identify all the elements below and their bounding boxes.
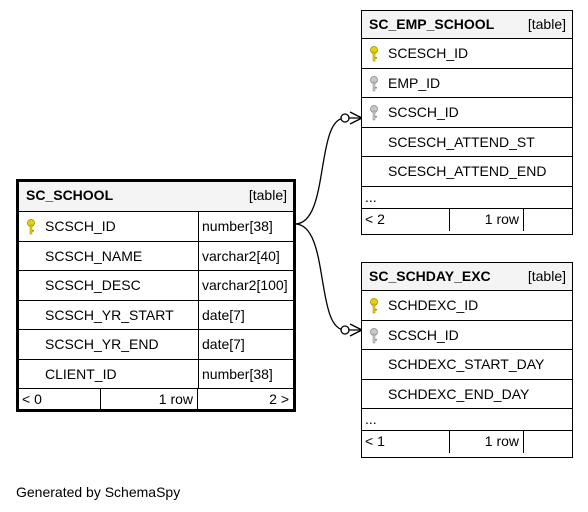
column-row: SCSCH_ID — [362, 98, 572, 128]
column-name: SCSCH_ID — [388, 326, 459, 343]
column-row: SCHDEXC_ID — [362, 291, 572, 321]
row-count: 1 row — [449, 431, 523, 453]
table-header: SC_SCHDAY_EXC [table] — [362, 263, 572, 291]
column-name: SCSCH_ID — [45, 218, 116, 234]
column-row: SCESCH_ATTEND_END — [362, 157, 572, 187]
column-name: EMP_ID — [388, 74, 441, 91]
parents-count[interactable]: < 2 — [365, 210, 385, 227]
generated-by-credit: Generated by SchemaSpy — [16, 484, 181, 500]
column-name: SCSCH_DESC — [45, 277, 141, 293]
more-columns: ... — [362, 409, 572, 431]
primary-key-icon — [27, 219, 35, 235]
column-name: SCHDEXC_ID — [388, 297, 479, 313]
foreign-key-icon — [370, 327, 378, 343]
row-count: 1 row — [100, 389, 196, 411]
column-row: SCSCH_YR_START date[7] — [19, 300, 293, 330]
parents-count[interactable]: < 0 — [22, 391, 42, 407]
column-row: SCSCH_ID number[38] — [19, 212, 293, 242]
parents-count[interactable]: < 1 — [365, 433, 385, 449]
more-columns: ... — [362, 187, 572, 209]
table-name: SC_SCHOOL — [26, 187, 114, 203]
column-name: SCSCH_NAME — [45, 247, 143, 264]
optional-marker — [340, 113, 350, 123]
column-row: SCSCH_ID — [362, 321, 572, 350]
column-name: SCESCH_ID — [388, 45, 469, 61]
children-count[interactable] — [523, 431, 572, 453]
table-tag: [table] — [248, 187, 287, 203]
table-name: SC_SCHDAY_EXC — [369, 268, 491, 284]
relationship-school-schday-exc — [294, 223, 362, 331]
table-header: SC_SCHOOL [table] — [19, 182, 293, 212]
column-name: SCESCH_ATTEND_END — [388, 163, 547, 179]
foreign-key-icon — [370, 105, 378, 121]
column-type: varchar2[100] — [198, 271, 293, 300]
column-name: SCESCH_ATTEND_ST — [388, 133, 535, 150]
column-row: SCSCH_YR_END date[7] — [19, 330, 293, 360]
table-name: SC_EMP_SCHOOL — [369, 16, 495, 32]
primary-key-icon — [370, 46, 378, 62]
row-count: 1 row — [449, 208, 523, 231]
column-type: number[38] — [198, 212, 293, 241]
column-type: date[7] — [198, 300, 293, 329]
primary-key-icon — [370, 298, 378, 314]
column-name: SCHDEXC_END_DAY — [388, 385, 530, 402]
crowfoot-marker — [349, 323, 363, 337]
column-name: SCHDEXC_START_DAY — [388, 356, 545, 372]
column-name: SCSCH_YR_START — [45, 306, 174, 323]
relationship-school-emp-school — [294, 117, 362, 225]
column-name: SCSCH_YR_END — [45, 336, 159, 352]
table-sc-school[interactable]: SC_SCHOOL [table] SCSCH_ID number[38] SC… — [16, 179, 296, 412]
ellipsis: ... — [365, 188, 377, 205]
crowfoot-marker — [349, 111, 363, 125]
column-row: SCSCH_DESC varchar2[100] — [19, 271, 293, 301]
column-name: CLIENT_ID — [45, 365, 117, 382]
children-count[interactable] — [523, 208, 572, 231]
table-footer: < 0 1 row 2 > — [19, 389, 293, 411]
column-type: date[7] — [198, 330, 293, 359]
table-tag: [table] — [527, 16, 566, 32]
column-row: SCHDEXC_START_DAY — [362, 350, 572, 380]
table-tag: [table] — [527, 268, 566, 284]
column-name: SCSCH_ID — [388, 104, 459, 120]
column-row: EMP_ID — [362, 69, 572, 98]
column-row: SCESCH_ID — [362, 39, 572, 69]
children-count[interactable]: 2 > — [197, 389, 293, 411]
column-type: varchar2[40] — [198, 241, 293, 270]
column-row: SCSCH_NAME varchar2[40] — [19, 241, 293, 271]
optional-marker — [340, 325, 350, 335]
ellipsis: ... — [365, 411, 377, 427]
column-row: CLIENT_ID number[38] — [19, 359, 293, 389]
table-footer: < 2 1 row — [362, 208, 572, 231]
foreign-key-icon — [370, 75, 378, 91]
column-row: SCESCH_ATTEND_ST — [362, 128, 572, 157]
table-sc-schday-exc[interactable]: SC_SCHDAY_EXC [table] SCHDEXC_ID SCSCH_I… — [361, 262, 573, 458]
table-footer: < 1 1 row — [362, 431, 572, 453]
column-row: SCHDEXC_END_DAY — [362, 380, 572, 409]
column-type: number[38] — [198, 359, 293, 388]
table-header: SC_EMP_SCHOOL [table] — [362, 11, 572, 39]
table-sc-emp-school[interactable]: SC_EMP_SCHOOL [table] SCESCH_ID EMP_ID S… — [361, 10, 573, 235]
